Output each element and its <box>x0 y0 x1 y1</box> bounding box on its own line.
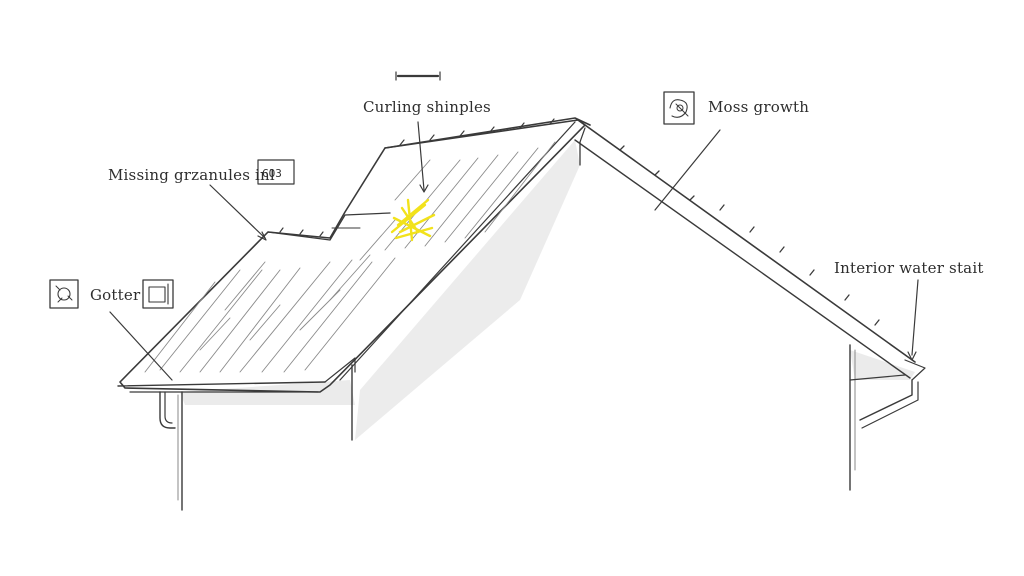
granules-code-text: CO3 <box>262 167 282 180</box>
missing-granules-label: Missing grzanules inl <box>108 166 275 184</box>
left-gutter <box>159 391 176 429</box>
right-roof-face <box>574 119 926 381</box>
granules-code-box: CO3 <box>257 159 295 185</box>
gutter-box-icon <box>142 279 174 309</box>
moss-icon <box>663 91 695 125</box>
walls <box>177 141 856 511</box>
gutter-spiral-icon <box>49 279 79 309</box>
curling-highlight <box>390 198 436 242</box>
roof-shading <box>180 140 915 440</box>
gutter-label: Gotter <box>90 286 141 304</box>
top-mark <box>395 71 441 81</box>
right-gutter <box>849 374 919 429</box>
interior-water-stain-label: Interior water stait <box>834 259 984 277</box>
curling-shingles-label: Curling shinples <box>363 98 491 116</box>
moss-growth-label: Moss growth <box>708 98 809 116</box>
leader-lines <box>109 121 919 381</box>
